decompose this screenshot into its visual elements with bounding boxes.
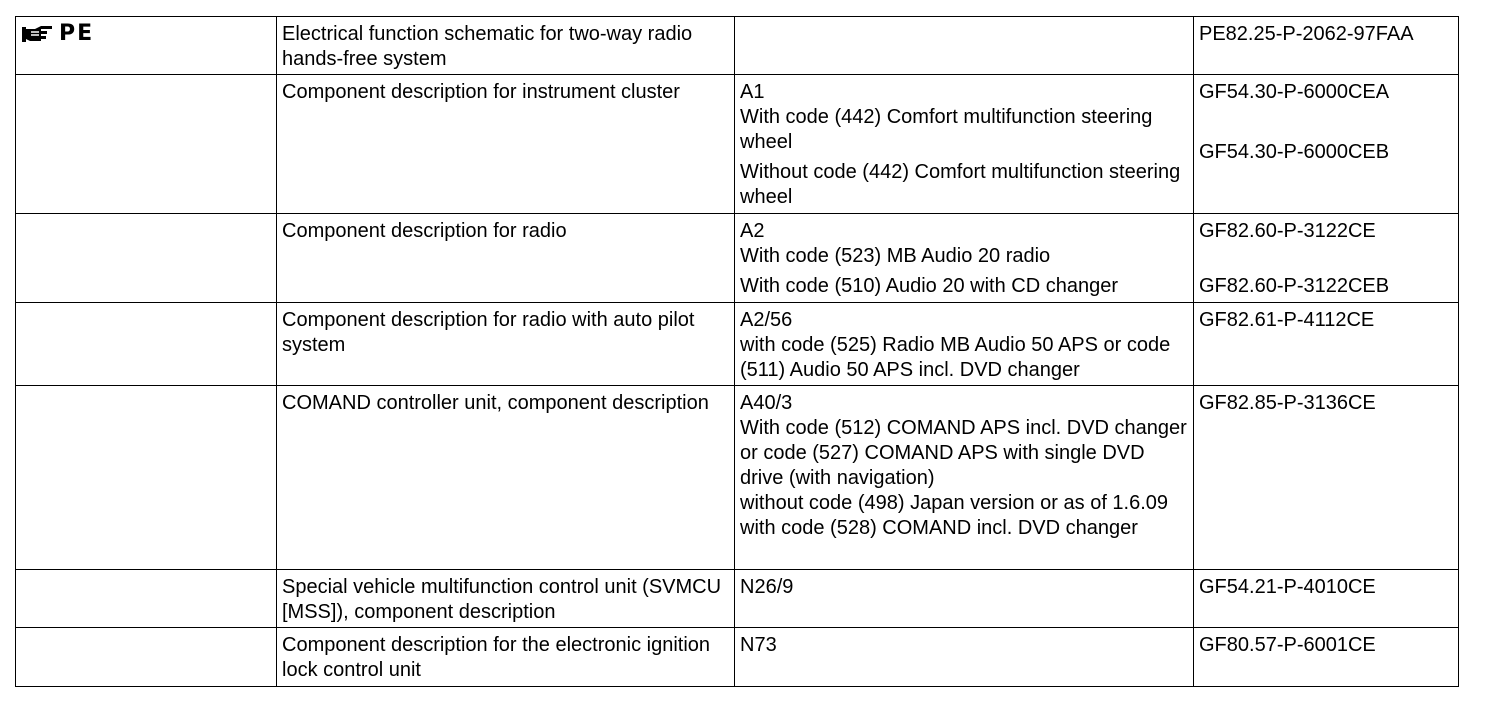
table-row: Component description for instrument clu… — [15, 74, 1459, 214]
condition-text: A2/56 with code (525) Radio MB Audio 50 … — [740, 309, 1171, 381]
description-text: COMAND controller unit, component descri… — [282, 392, 709, 414]
reference-code: GF82.85-P-3136CE — [1199, 392, 1376, 414]
reference-code: PE82.25-P-2062-97FAA — [1199, 23, 1414, 45]
marker-cell — [15, 385, 277, 570]
marker-cell — [15, 74, 277, 214]
reference-cell: GF54.30-P-6000CEA GF54.30-P-6000CEB — [1193, 74, 1459, 214]
table-row: PE Electrical function schematic for two… — [15, 16, 1459, 75]
condition-text: N26/9 — [740, 576, 794, 598]
condition-cell: A1 With code (442) Comfort multifunction… — [734, 74, 1194, 214]
reference-cell: GF80.57-P-6001CE — [1193, 627, 1459, 687]
reference-code: GF54.30-P-6000CEB — [1199, 141, 1390, 163]
table-row: Component description for radio with aut… — [15, 302, 1459, 386]
condition-text: N73 — [740, 634, 777, 656]
description-cell: Component description for radio with aut… — [276, 302, 735, 386]
reference-cell: GF82.61-P-4112CE — [1193, 302, 1459, 386]
table-row: COMAND controller unit, component descri… — [15, 385, 1459, 570]
reference-cell: GF82.85-P-3136CE — [1193, 385, 1459, 570]
reference-code: GF82.61-P-4112CE — [1199, 309, 1375, 331]
condition-text: With code (510) Audio 20 with CD changer — [740, 275, 1118, 297]
reference-code: GF54.30-P-6000CEA — [1199, 81, 1390, 103]
reference-code: GF82.60-P-3122CEB — [1199, 275, 1390, 297]
condition-cell — [734, 16, 1194, 75]
reference-cell: PE82.25-P-2062-97FAA — [1193, 16, 1459, 75]
reference-cell: GF82.60-P-3122CE GF82.60-P-3122CEB — [1193, 213, 1459, 303]
condition-text: A2 With code (523) MB Audio 20 radio — [740, 220, 1051, 267]
reference-code: GF82.60-P-3122CE — [1199, 220, 1376, 242]
table-row: Special vehicle multifunction control un… — [15, 569, 1459, 628]
description-text: Component description for the electronic… — [282, 634, 711, 681]
pointing-hand-icon — [21, 24, 55, 44]
reference-code: GF54.21-P-4010CE — [1199, 576, 1376, 598]
marker-cell — [15, 213, 277, 303]
condition-text: A40/3 With code (512) COMAND APS incl. D… — [740, 392, 1187, 539]
condition-cell: N73 — [734, 627, 1194, 687]
condition-text: Without code (442) Comfort multifunction… — [740, 161, 1181, 208]
description-cell: Special vehicle multifunction control un… — [276, 569, 735, 628]
description-text: Special vehicle multifunction control un… — [282, 576, 722, 623]
marker-cell — [15, 627, 277, 687]
marker-cell — [15, 569, 277, 628]
reference-table: PE Electrical function schematic for two… — [15, 16, 1459, 687]
condition-cell: A40/3 With code (512) COMAND APS incl. D… — [734, 385, 1194, 570]
description-text: Component description for instrument clu… — [282, 81, 680, 103]
table-row: Component description for radio A2 With … — [15, 213, 1459, 303]
description-cell: Component description for radio — [276, 213, 735, 303]
condition-cell: N26/9 — [734, 569, 1194, 628]
table-row: Component description for the electronic… — [15, 627, 1459, 687]
description-cell: Component description for instrument clu… — [276, 74, 735, 214]
marker-cell: PE — [15, 16, 277, 75]
marker-cell — [15, 302, 277, 386]
condition-cell: A2/56 with code (525) Radio MB Audio 50 … — [734, 302, 1194, 386]
description-cell: COMAND controller unit, component descri… — [276, 385, 735, 570]
description-text: Electrical function schematic for two-wa… — [282, 23, 693, 70]
description-cell: Electrical function schematic for two-wa… — [276, 16, 735, 75]
description-text: Component description for radio — [282, 220, 567, 242]
condition-cell: A2 With code (523) MB Audio 20 radio Wit… — [734, 213, 1194, 303]
description-cell: Component description for the electronic… — [276, 627, 735, 687]
condition-text: A1 With code (442) Comfort multifunction… — [740, 81, 1153, 153]
description-text: Component description for radio with aut… — [282, 309, 695, 356]
pe-label: PE — [59, 21, 95, 46]
reference-cell: GF54.21-P-4010CE — [1193, 569, 1459, 628]
pe-marker: PE — [21, 21, 271, 46]
reference-code: GF80.57-P-6001CE — [1199, 634, 1376, 656]
